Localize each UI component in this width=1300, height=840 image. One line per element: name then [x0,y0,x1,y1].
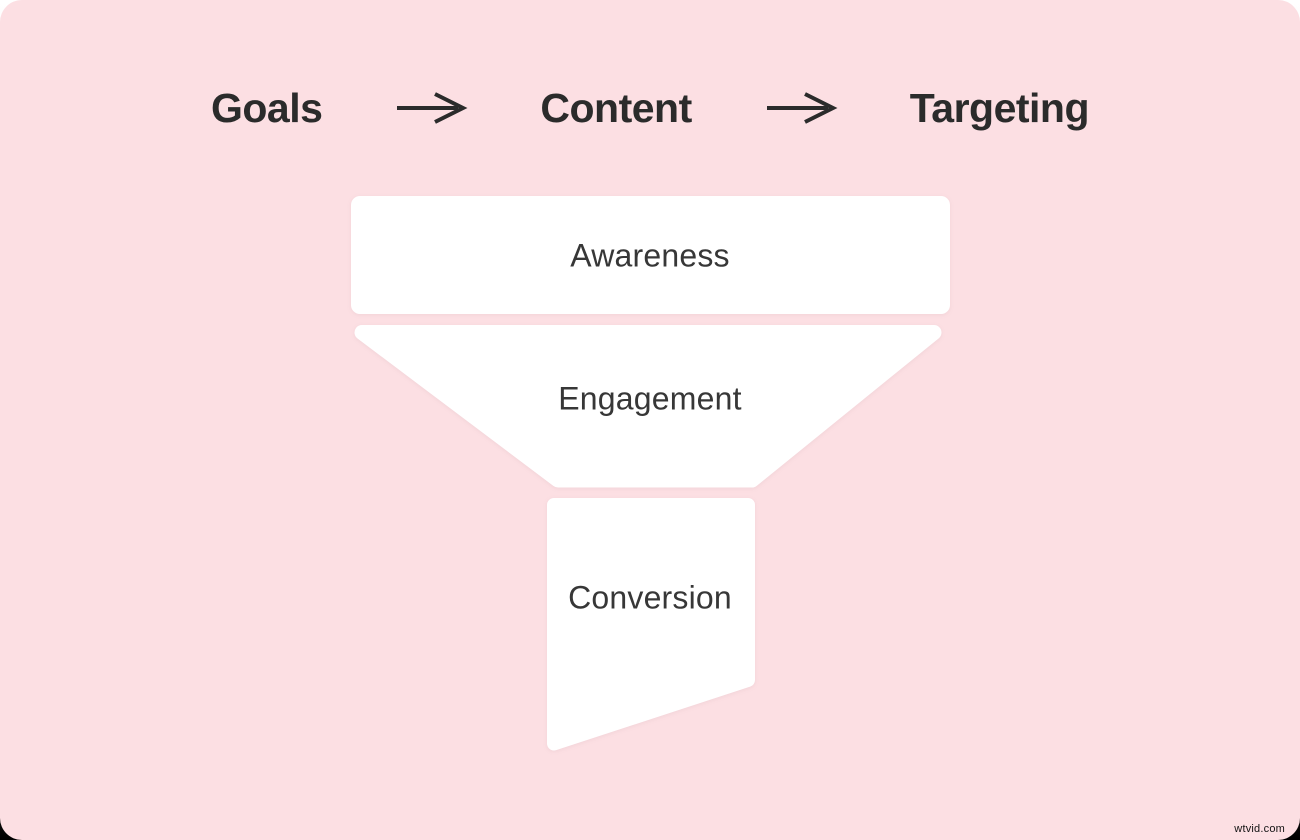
arrow-right-icon [397,92,468,124]
arrow-right-icon [766,92,838,124]
engagement-shape [354,325,942,488]
header-step-goals: Goals [210,84,323,131]
header-step-targeting: Targeting [909,84,1090,131]
stage-label-awareness: Awareness [570,237,730,274]
conversion-shape [547,498,755,751]
header-flow: Goals Content Targeting [0,82,1300,134]
watermark: wtvid.com [1234,823,1285,835]
awareness-shape [351,196,950,314]
stage-label-conversion: Conversion [568,579,732,616]
header-step-content: Content [540,84,692,131]
stage-label-engagement: Engagement [558,380,742,417]
